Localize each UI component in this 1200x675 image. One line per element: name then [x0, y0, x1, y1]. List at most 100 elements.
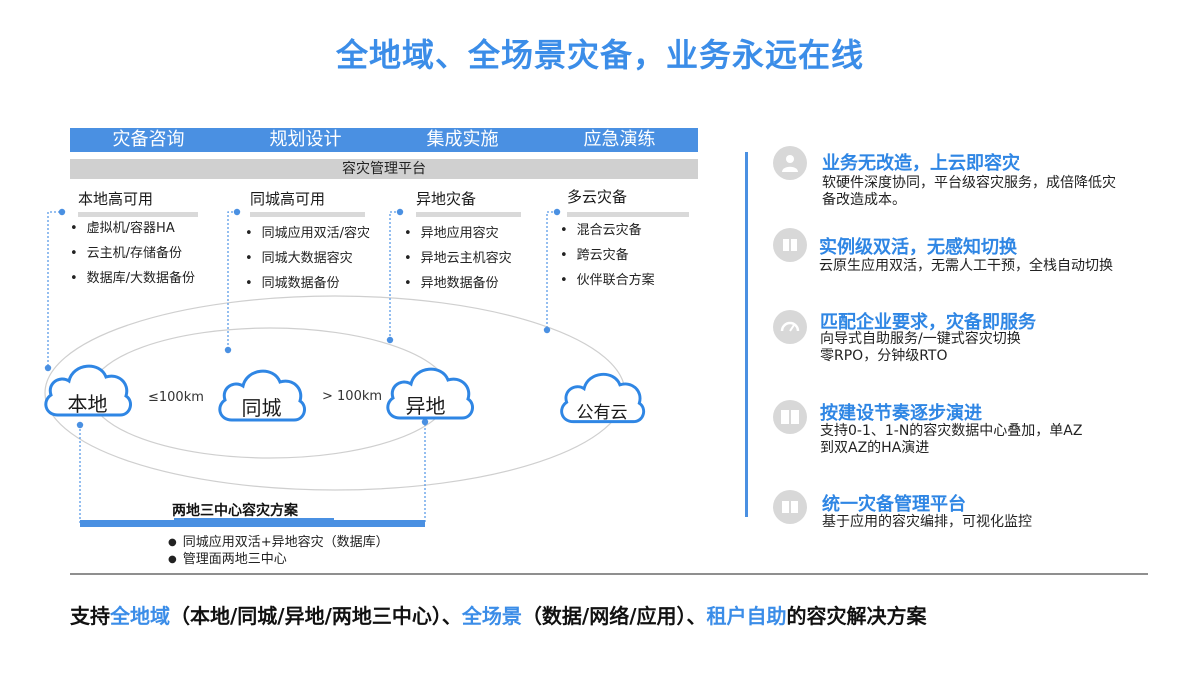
scenario-underline: [416, 212, 521, 217]
summary-part: （数据/网络/应用）、: [521, 604, 707, 628]
summary-text: 支持全地域（本地/同城/异地/两地三中心）、全场景（数据/网络/应用）、租户自助…: [70, 600, 927, 629]
feature-desc-line: 备改造成本。: [822, 192, 906, 208]
feature-desc-line: 软硬件深度协同，平台级容灾服务，成倍降低灾: [822, 175, 1116, 191]
summary-highlight: 租户自助: [706, 604, 787, 628]
scenario-underline: [250, 212, 365, 217]
platform-icon: [773, 490, 807, 524]
feature-title: 按建设节奏逐步演进: [820, 403, 982, 424]
dual-site-title: 两地三中心容灾方案: [172, 503, 298, 519]
feature-desc-line: 向导式自助服务/一键式容灾切换: [820, 331, 1021, 347]
summary-highlight: 全地域: [110, 604, 170, 628]
feature-desc: 软硬件深度协同，平台级容灾服务，成倍降低灾 备改造成本。: [822, 175, 1116, 209]
dot-same-city-top: [233, 208, 241, 216]
list-item: 数据库/大数据备份: [70, 266, 195, 291]
list-item: 混合云灾备: [560, 218, 655, 243]
page-title: 全地域、全场景灾备，业务永远在线: [335, 36, 864, 74]
dual-bar-left: [80, 520, 174, 527]
connector-dual-site: [79, 425, 174, 524]
dot-local-cloud: [76, 421, 84, 429]
cloud-local-icon: [44, 364, 133, 417]
service-consulting: 灾备咨询: [112, 129, 185, 150]
scenario-title: 本地高可用: [78, 190, 154, 208]
cloud-remote-label: 异地: [405, 394, 446, 418]
cloud-remote-icon: [386, 367, 475, 420]
cloud-same-city-icon: [218, 369, 307, 422]
summary-part: 支持: [70, 604, 110, 628]
feature-desc-line: 云原生应用双活，无需人工干预，全栈自动切换: [819, 258, 1113, 274]
scenario-same-city-list: 同城应用双活/容灾 同城大数据容灾 同城数据备份: [245, 221, 370, 296]
feature-title: 实例级双活，无感知切换: [819, 237, 1017, 258]
summary-part: （本地/同城/异地/两地三中心）、: [170, 604, 462, 628]
list-item: 异地应用容灾: [404, 221, 512, 246]
scenario-underline: [567, 212, 689, 217]
feature-desc-line: 到双AZ的HA演进: [820, 440, 930, 456]
connector-same-city: [227, 211, 237, 350]
distance-remote: > 100km: [322, 389, 383, 404]
list-item: 异地数据备份: [404, 271, 512, 296]
dot-local-top: [58, 208, 66, 216]
cloud-public-label: 公有云: [576, 403, 628, 423]
book-icon: [773, 228, 807, 262]
list-item: 伙伴联合方案: [560, 268, 655, 293]
feature-desc-line: 支持0-1、1-N的容灾数据中心叠加，单AZ: [820, 423, 1083, 439]
summary-part: 的容灾解决方案: [786, 604, 927, 628]
cloud-local-label: 本地: [67, 392, 108, 416]
list-item: 跨云灾备: [560, 243, 655, 268]
gauge-icon: [773, 310, 807, 344]
list-item: 同城应用双活/容灾: [245, 221, 370, 246]
dual-site-item: 同城应用双活+异地容灾（数据库）: [168, 531, 389, 550]
feature-title: 统一灾备管理平台: [822, 494, 966, 515]
dot-remote-cloud: [421, 418, 429, 426]
cloud-public-icon: [560, 372, 646, 424]
dot-multi-bottom: [543, 326, 551, 334]
service-drill: 应急演练: [583, 129, 656, 150]
feature-desc: 向导式自助服务/一键式容灾切换 零RPO，分钟级RTO: [820, 331, 1021, 365]
service-bar: 灾备咨询 规划设计 集成实施 应急演练: [70, 128, 698, 152]
feature-title: 业务无改造，上云即容灾: [822, 153, 1020, 174]
dot-same-city-bottom: [224, 346, 232, 354]
feature-desc-line: 零RPO，分钟级RTO: [820, 348, 948, 364]
service-integration: 集成实施: [426, 129, 499, 150]
dot-remote-top: [396, 208, 404, 216]
scenario-multi-cloud-list: 混合云灾备 跨云灾备 伙伴联合方案: [560, 218, 655, 293]
list-item: 云主机/存储备份: [70, 241, 195, 266]
list-item: 异地云主机容灾: [404, 246, 512, 271]
dot-remote-bottom: [386, 336, 394, 344]
list-item: 同城数据备份: [245, 271, 370, 296]
scenario-remote-list: 异地应用容灾 异地云主机容灾 异地数据备份: [404, 221, 512, 296]
dual-bar-right: [334, 520, 425, 527]
scenario-local-list: 虚拟机/容器HA 云主机/存储备份 数据库/大数据备份: [70, 216, 195, 291]
scenario-title: 多云灾备: [567, 188, 628, 206]
summary-highlight: 全场景: [461, 604, 522, 628]
cloud-same-city-label: 同城: [241, 396, 282, 420]
scenario-title: 异地灾备: [416, 190, 477, 208]
service-planning: 规划设计: [269, 129, 342, 150]
horizontal-divider: [70, 573, 1148, 575]
dot-multi-top: [553, 208, 561, 216]
vertical-divider: [745, 152, 748, 517]
scenario-multi-cloud: 多云灾备: [567, 186, 697, 217]
feature-desc-line: 基于应用的容灾编排，可视化监控: [822, 514, 1032, 530]
scenario-underline: [78, 212, 198, 217]
feature-title: 匹配企业要求，灾备即服务: [820, 312, 1036, 333]
servers-icon: [773, 400, 807, 434]
feature-desc: 支持0-1、1-N的容灾数据中心叠加，单AZ 到双AZ的HA演进: [820, 423, 1082, 457]
distance-same-city: ≤100km: [148, 390, 204, 405]
dual-bar-mid: [174, 518, 334, 527]
user-icon: [773, 146, 807, 180]
dual-site-item: 管理面两地三中心: [168, 548, 287, 567]
scenario-title: 同城高可用: [250, 190, 326, 208]
connector-local: [47, 211, 60, 368]
scenario-local: 本地高可用: [78, 188, 208, 217]
platform-bar: 容灾管理平台: [70, 159, 698, 179]
dot-local-bottom: [44, 364, 52, 372]
list-item: 虚拟机/容器HA: [70, 216, 195, 241]
feature-desc: 云原生应用双活，无需人工干预，全栈自动切换: [819, 258, 1113, 275]
connector-multi-cloud: [546, 211, 557, 330]
list-item: 同城大数据容灾: [245, 246, 370, 271]
connector-dual-site-right: [334, 422, 426, 524]
scenario-same-city: 同城高可用: [250, 188, 380, 217]
connector-remote: [389, 211, 400, 340]
feature-desc: 基于应用的容灾编排，可视化监控: [822, 514, 1032, 531]
scenario-remote: 异地灾备: [416, 188, 546, 217]
